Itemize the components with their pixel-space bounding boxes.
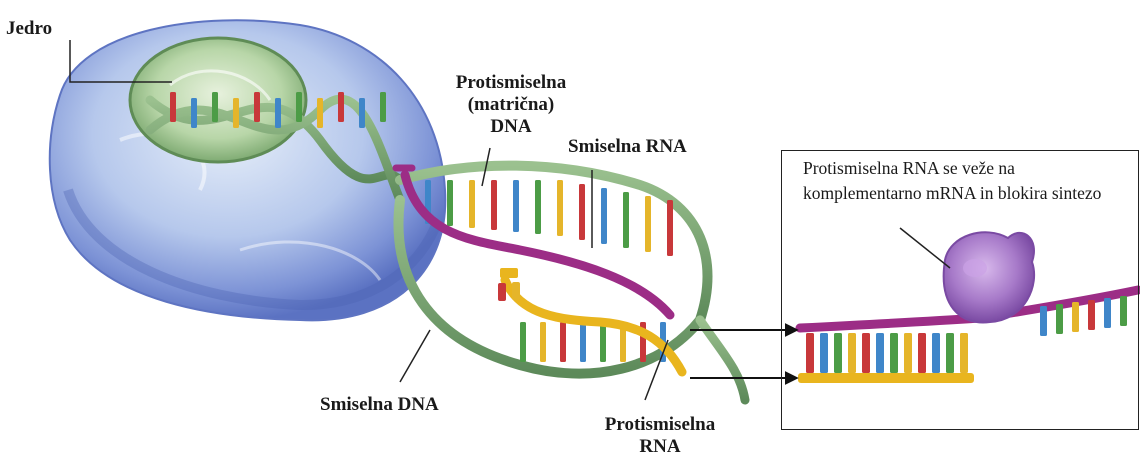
label-antisense-dna: Protismiselna (matrična) DNA — [436, 72, 586, 138]
base-pair — [275, 98, 281, 128]
base-pair — [667, 200, 673, 256]
inset-description: Protismiselna RNA se veže na komplementa… — [803, 156, 1123, 206]
base-pair — [557, 180, 563, 236]
base-pair — [580, 322, 586, 362]
label-antisense-dna-line-2: (matrična) — [436, 94, 586, 116]
label-antisense-dna-line-3: DNA — [436, 116, 586, 138]
base-pair — [254, 92, 260, 122]
base-pair — [338, 92, 344, 122]
base-pair — [447, 180, 453, 226]
base-pair — [600, 322, 606, 362]
base-pair — [601, 188, 607, 244]
base-pair — [513, 180, 519, 232]
label-sense-rna: Smiselna RNA — [568, 136, 687, 158]
label-antisense-rna-line-2: RNA — [585, 436, 735, 458]
base-pair — [560, 322, 566, 362]
base-pair — [645, 196, 651, 252]
base-pair — [380, 92, 386, 122]
base-pair — [540, 322, 546, 362]
base-pair — [469, 180, 475, 228]
base-pair — [170, 92, 176, 122]
base-pair — [359, 98, 365, 128]
base-pair — [579, 184, 585, 240]
base-pair — [520, 322, 526, 362]
base-pair — [535, 180, 541, 234]
base-pair — [491, 180, 497, 230]
base-pair — [191, 98, 197, 128]
base-pair — [623, 192, 629, 248]
base-pair — [233, 98, 239, 128]
label-antisense-rna: Protismiselna RNA — [585, 414, 735, 458]
label-sense-dna: Smiselna DNA — [320, 394, 439, 416]
label-nucleus: Jedro — [6, 18, 52, 40]
base-pair — [212, 92, 218, 122]
label-antisense-dna-line-1: Protismiselna — [436, 72, 586, 94]
label-antisense-rna-line-1: Protismiselna — [585, 414, 735, 436]
base-pair — [296, 92, 302, 122]
base-pair — [317, 98, 323, 128]
